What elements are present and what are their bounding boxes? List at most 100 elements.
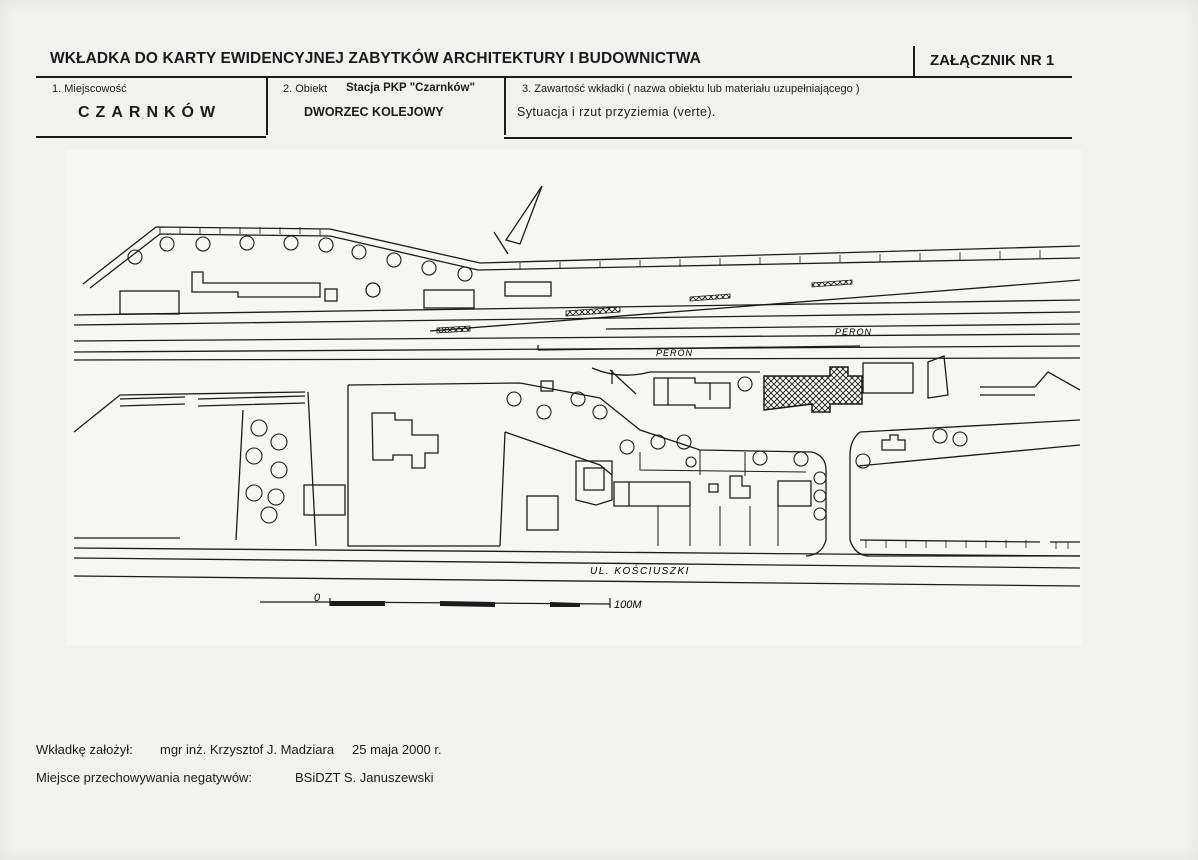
building-nw [119, 290, 180, 315]
tree [267, 488, 285, 506]
tree [239, 235, 255, 251]
fence-line-north [82, 226, 1081, 285]
tree [260, 506, 278, 524]
switch-marker-1 [436, 325, 471, 334]
building-warehouse [191, 271, 321, 298]
header-divider [913, 46, 915, 76]
trees-group [127, 235, 968, 524]
rear-plot-lines [639, 450, 807, 546]
track-1 [73, 299, 1081, 316]
locality-label: 1. Miejscowość [52, 83, 127, 95]
building-north-mid [423, 289, 475, 309]
building-rear-2 [729, 475, 751, 499]
tree [536, 404, 552, 420]
plot-boundary-inner [499, 431, 613, 547]
author-value: mgr inż. Krzysztof J. Madziara [160, 742, 335, 757]
tree [592, 404, 608, 420]
building-rear-small [708, 483, 719, 493]
plot-east-outline [849, 431, 1080, 557]
building-villa [371, 412, 439, 469]
tree [737, 376, 753, 392]
fence-line-south-west [73, 391, 306, 433]
plot-boundary-central [347, 382, 827, 557]
main-station-building [763, 366, 863, 413]
building-north-east [504, 281, 552, 297]
switch-marker-3 [689, 293, 731, 302]
tree [813, 471, 827, 485]
track-3 [73, 333, 1081, 342]
storage-label: Miejsce przechowywania negatywów: [36, 770, 253, 785]
switch-marker-2 [565, 306, 621, 317]
field-divider-1 [266, 77, 268, 135]
tree [159, 236, 175, 252]
tree [793, 451, 809, 467]
tree [127, 249, 143, 265]
tree [195, 236, 211, 252]
contents-underline [504, 137, 1072, 139]
tree [932, 428, 948, 444]
tree [457, 266, 473, 282]
tree [245, 447, 263, 465]
annex-number: ZAŁĄCZNIK NR 1 [930, 52, 1055, 69]
building-east-wing [862, 362, 914, 394]
track-switch-diagonal [429, 279, 1081, 332]
tree [386, 252, 402, 268]
header-rule [36, 76, 1072, 78]
track-5 [73, 357, 1081, 361]
platform-2 [537, 345, 861, 351]
object-label: 2. Obiekt [283, 83, 328, 95]
storage-value: BSiDZT S. Januszewski [295, 770, 434, 785]
tree [570, 391, 586, 407]
object-name: Stacja PKP "Czarnków" [346, 82, 475, 94]
station-forecourt-edge [591, 367, 760, 376]
building-rear-3 [777, 480, 812, 507]
switch-marker-4 [811, 279, 853, 288]
north-arrow [493, 185, 543, 255]
scale-zero: 0 [314, 592, 321, 604]
tree [813, 507, 827, 521]
locality-value: CZARNKÓW [78, 104, 222, 121]
tree [270, 461, 288, 479]
tree [351, 244, 367, 260]
tree [650, 434, 666, 450]
tree [676, 434, 692, 450]
building-small [324, 288, 338, 302]
label-peron-1: PERON [835, 327, 872, 337]
tree [245, 484, 263, 502]
building-south-central [526, 495, 559, 531]
staircase-structure [575, 460, 613, 506]
fence-hatching-2 [519, 250, 1041, 270]
tree [283, 235, 299, 251]
fence-line-north-inner [89, 233, 1081, 289]
author-label: Wkładkę założył: [36, 742, 133, 757]
field-divider-2 [504, 77, 506, 135]
building-kiosk [540, 380, 554, 392]
tree [752, 450, 768, 466]
contents-label: 3. Zawartość wkładki ( nazwa obiektu lub… [522, 83, 860, 95]
platform-1 [605, 323, 1081, 330]
scale-end: 100M [614, 599, 642, 611]
plot-east-boundary [857, 419, 1081, 467]
round-structure [365, 282, 381, 298]
tree [506, 391, 522, 407]
station-annex [653, 377, 731, 409]
street-kosciuszki-lines [73, 547, 1081, 587]
building-southwest [303, 484, 346, 516]
plot-boundaries-west [235, 385, 500, 547]
track-2 [73, 311, 1081, 326]
label-peron-2: PERON [656, 348, 693, 358]
tree [270, 433, 288, 451]
forecourt-detail [609, 369, 637, 395]
tree [318, 237, 334, 253]
scale-bar: 0 100M [260, 592, 642, 611]
locality-underline [36, 136, 266, 138]
plot-east-fence-hatching [865, 540, 1069, 549]
tree [685, 456, 697, 468]
tree [813, 489, 827, 503]
label-street: UL. KOŚCIUSZKI [590, 564, 690, 577]
creation-date: 25 maja 2000 r. [352, 742, 442, 757]
tree [855, 453, 871, 469]
object-value: DWORZEC KOLEJOWY [304, 105, 444, 119]
document-title: WKŁADKA DO KARTY EWIDENCYJNEJ ZABYTKÓW A… [50, 50, 701, 67]
